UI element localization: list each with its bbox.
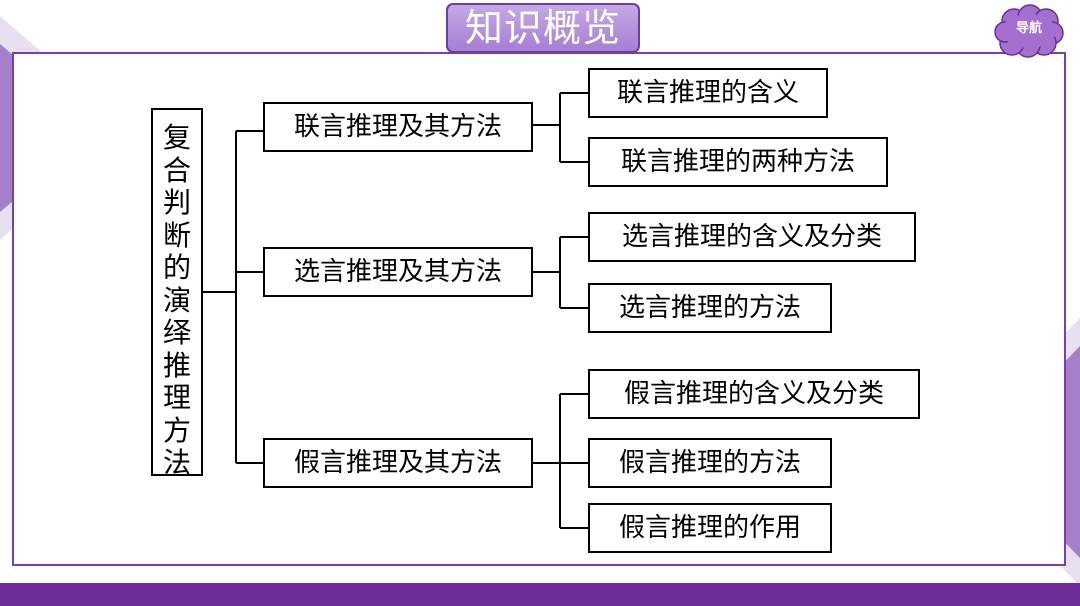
root-node-char: 的 [162, 251, 191, 284]
leaf-node-disjunctive-methods: 选言推理的方法 [588, 283, 832, 333]
root-node-char: 演 [162, 283, 191, 317]
nav-button[interactable]: 导航 [994, 3, 1064, 59]
bottom-bar [0, 583, 1080, 606]
root-node-char: 法 [162, 446, 191, 479]
root-node-char: 方 [162, 413, 191, 447]
branch-node-disjunctive: 选言推理及其方法 [263, 247, 533, 297]
nav-label: 导航 [1015, 21, 1042, 36]
root-node-char: 合 [162, 153, 191, 187]
root-node-char: 绎 [162, 316, 191, 349]
root-node-char: 复 [162, 121, 191, 154]
leaf-node-hypothetical-role: 假言推理的作用 [588, 503, 832, 553]
leaf-node-disjunctive-meaning: 选言推理的含义及分类 [588, 212, 916, 262]
root-node: 复合判断的演绎推理方法 [151, 108, 203, 479]
leaf-node-hypothetical-methods: 假言推理的方法 [588, 438, 832, 488]
leaf-node-conjunctive-meaning: 联言推理的含义 [588, 68, 828, 118]
root-node-char: 理 [162, 381, 191, 414]
leaf-node-hypothetical-meaning: 假言推理的含义及分类 [588, 369, 920, 419]
root-node-char: 断 [162, 218, 191, 252]
page-title: 知识概览 [446, 3, 640, 53]
root-node-char: 推 [162, 348, 191, 382]
root-node-char: 判 [162, 186, 191, 219]
cloud-icon [994, 4, 1064, 58]
branch-node-conjunctive: 联言推理及其方法 [263, 102, 533, 152]
branch-node-hypothetical: 假言推理及其方法 [263, 438, 533, 488]
leaf-node-conjunctive-two-methods: 联言推理的两种方法 [588, 137, 888, 187]
